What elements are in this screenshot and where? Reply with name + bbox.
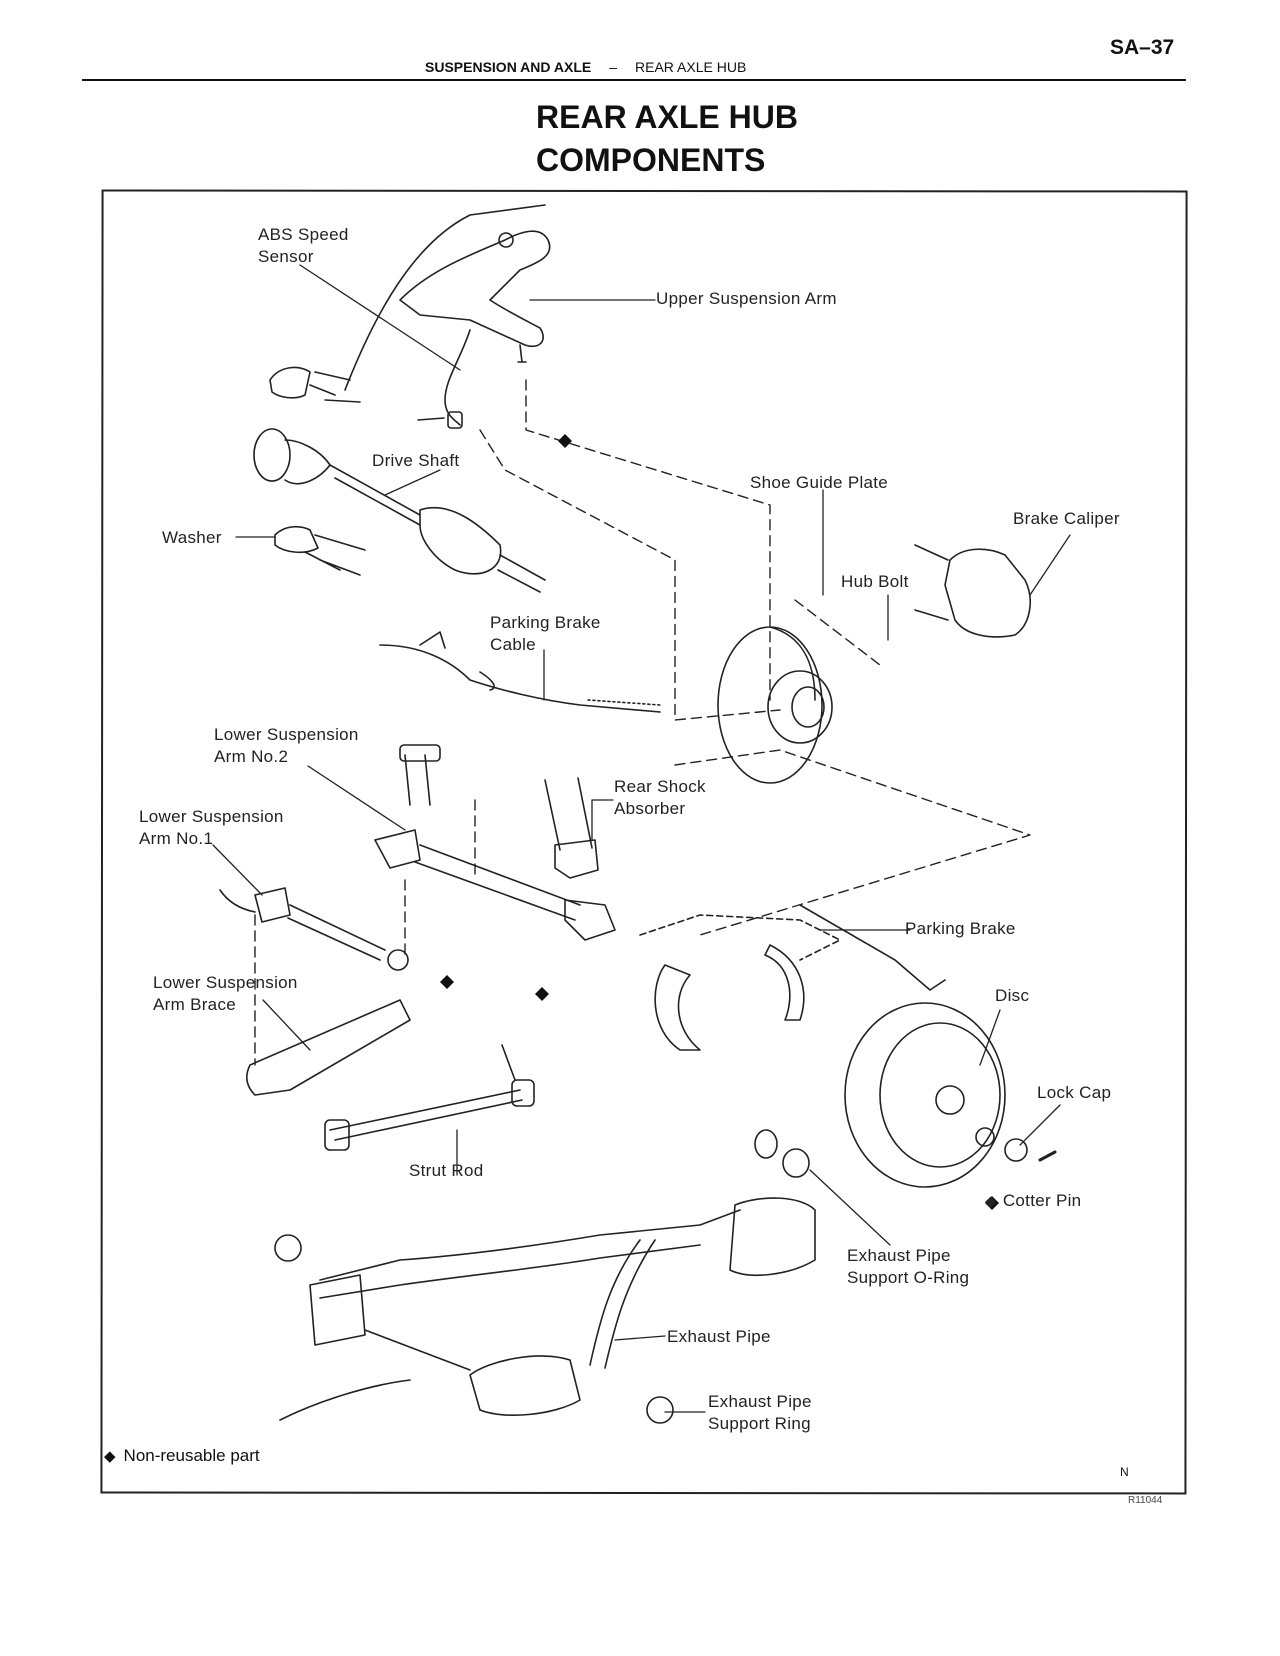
- parking-brake-cable-drawing: [379, 631, 661, 713]
- washer-bracket-drawing: [274, 525, 366, 576]
- label-drive-shaft: Drive Shaft: [372, 451, 460, 470]
- o-rings-drawing: [754, 1129, 810, 1178]
- page-title: REAR AXLE HUB COMPONENTS: [536, 96, 798, 182]
- label-line: Support O-Ring: [847, 1268, 970, 1287]
- lower-arm-brace-drawing: [245, 999, 411, 1096]
- label-line: Cable: [490, 635, 536, 654]
- label-parking-brake: Parking Brake: [905, 919, 1016, 938]
- bracket-top-left-drawing: [269, 366, 361, 403]
- legend-text: Non-reusable part: [123, 1446, 260, 1465]
- label-line: Sensor: [258, 247, 314, 266]
- label-washer: Washer: [162, 528, 222, 547]
- non-reusable-icon: ◆: [985, 1193, 997, 1210]
- label-exhaust-pipe: Exhaust Pipe: [667, 1327, 771, 1346]
- assembly-dashed-lines: [254, 379, 1031, 1066]
- leader-lines: [212, 264, 1071, 1413]
- label-line: Parking Brake: [490, 613, 601, 632]
- label-cotter-pin: ◆ Cotter Pin: [985, 1190, 1081, 1213]
- label-line: Exhaust Pipe: [847, 1246, 951, 1265]
- section-header: SUSPENSION AND AXLE – REAR AXLE HUB: [425, 59, 746, 75]
- page-number: SA–37: [1110, 36, 1175, 59]
- label-line: Exhaust Pipe: [708, 1392, 812, 1411]
- label-brake-caliper: Brake Caliper: [1013, 509, 1120, 528]
- backing-plate-hub-drawing: [717, 626, 833, 784]
- non-reusable-marker: [558, 434, 572, 448]
- label-lower-suspension-arm-no2: Lower Suspension Arm No.2: [214, 724, 359, 768]
- subsection-title: REAR AXLE HUB: [635, 59, 747, 75]
- abs-speed-sensor-drawing: [417, 329, 471, 429]
- label-line: Lower Suspension: [139, 807, 284, 826]
- brake-disc-drawing: [844, 1002, 1006, 1188]
- drive-shaft-drawing: [253, 428, 546, 593]
- figure-code: R11044: [1128, 1495, 1163, 1506]
- label-lock-cap: Lock Cap: [1037, 1083, 1112, 1102]
- legend: ◆ Non-reusable part: [104, 1446, 260, 1466]
- lock-cap-drawing: [975, 1127, 1057, 1162]
- label-rear-shock-absorber: Rear Shock Absorber: [614, 776, 706, 820]
- label-disc: Disc: [995, 986, 1030, 1005]
- header-rule: [82, 79, 1186, 81]
- page-title-line2: COMPONENTS: [536, 142, 766, 178]
- label-upper-suspension-arm: Upper Suspension Arm: [656, 289, 837, 308]
- label-hub-bolt: Hub Bolt: [841, 572, 909, 591]
- label-parking-brake-cable: Parking Brake Cable: [490, 612, 601, 656]
- section-title: SUSPENSION AND AXLE: [425, 59, 592, 75]
- non-reusable-icon: ◆: [104, 1448, 116, 1465]
- parking-brake-shoes-drawing: [639, 904, 946, 1051]
- label-shoe-guide-plate: Shoe Guide Plate: [750, 473, 889, 492]
- label-line: Cotter Pin: [1002, 1191, 1082, 1210]
- rear-shock-absorber-drawing: [544, 777, 599, 879]
- non-reusable-marker: [535, 987, 549, 1001]
- non-reusable-marker: [440, 975, 454, 989]
- label-line: Absorber: [614, 799, 686, 818]
- label-line: ABS Speed: [258, 225, 349, 244]
- upper-suspension-arm-drawing: [344, 204, 551, 391]
- exhaust-system-drawing: [274, 1197, 816, 1424]
- label-line: Support Ring: [708, 1414, 811, 1433]
- label-strut-rod: Strut Rod: [409, 1161, 484, 1180]
- label-line: Arm No.2: [214, 747, 289, 766]
- label-line: Lower Suspension: [214, 725, 359, 744]
- label-line: Rear Shock: [614, 777, 706, 796]
- non-reusable-markers: [440, 434, 999, 1210]
- header-separator: –: [609, 59, 618, 75]
- label-lower-suspension-arm-brace: Lower Suspension Arm Brace: [153, 972, 298, 1016]
- non-reusable-marker: [985, 1196, 999, 1210]
- label-abs-speed-sensor: ABS Speed Sensor: [258, 224, 349, 268]
- strut-rod-drawing: [324, 1044, 535, 1151]
- label-exhaust-pipe-support-o-ring: Exhaust Pipe Support O-Ring: [847, 1245, 969, 1289]
- brake-caliper-drawing: [914, 544, 1031, 638]
- lower-suspension-arm-no1-drawing: [219, 887, 409, 971]
- label-lower-suspension-arm-no1: Lower Suspension Arm No.1: [139, 806, 284, 850]
- lower-suspension-arm-no2-drawing: [374, 744, 616, 941]
- label-line: Lower Suspension: [153, 973, 298, 992]
- label-line: Arm No.1: [139, 829, 214, 848]
- label-exhaust-pipe-support-ring: Exhaust Pipe Support Ring: [708, 1391, 812, 1435]
- label-line: Arm Brace: [153, 995, 236, 1014]
- page-title-line1: REAR AXLE HUB: [536, 99, 798, 135]
- north-mark: N: [1120, 1465, 1129, 1479]
